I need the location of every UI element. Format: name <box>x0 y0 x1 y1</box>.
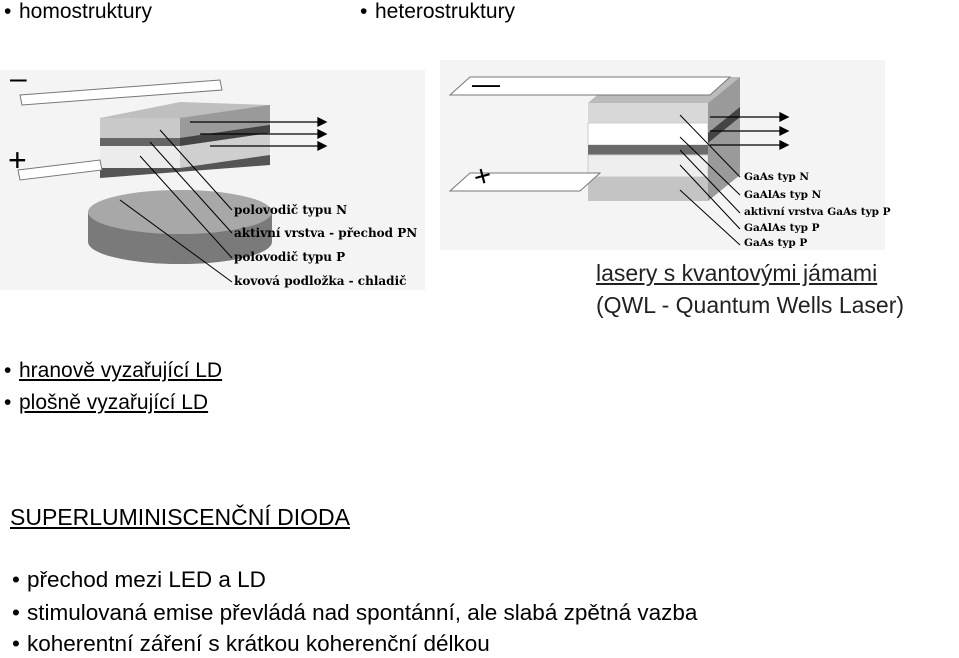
heterostruktury-label: heterostruktury <box>375 0 516 23</box>
hetero-minus-sign: — <box>472 68 500 99</box>
homo-label-active: aktivní vrstva - přechod PN <box>234 226 418 240</box>
hetero-label-active: aktivní vrstva GaAs typ P <box>744 206 891 218</box>
bullet-heterostruktury: • heterostruktury <box>360 0 515 24</box>
sld-title: SUPERLUMINISCENČNÍ DIODA <box>10 504 350 530</box>
homostruktury-label: homostruktury <box>19 0 153 23</box>
bullet-dot: • <box>4 0 12 23</box>
bullet-dot: • <box>360 0 368 23</box>
bullet-dot: • <box>12 631 20 656</box>
ld-type-surface-label: plošně vyzařující LD <box>19 391 209 414</box>
homo-label-p: polovodič typu P <box>234 250 346 264</box>
plus-sign: + <box>8 142 27 178</box>
sld-item-2: • stimulovaná emise převládá nad spontánn… <box>12 600 697 626</box>
minus-sign: – <box>10 62 27 95</box>
ld-type-edge: • hranově vyzařující LD <box>4 359 222 383</box>
heterostructure-diagram <box>440 60 885 250</box>
sld-item-1: • přechod mezi LED a LD <box>12 567 266 593</box>
homostructure-diagram <box>0 70 425 290</box>
bullet-dot: • <box>12 600 20 625</box>
ld-type-surface: • plošně vyzařující LD <box>4 391 208 415</box>
sld-item-2-text: stimulovaná emise převládá nad spontánní… <box>27 600 698 625</box>
homo-label-substrate: kovová podložka - chladič <box>234 274 407 288</box>
hetero-label-gaalas-p: GaAlAs typ P <box>744 222 820 234</box>
hetero-label-gaas-n: GaAs typ N <box>744 171 810 183</box>
bullet-homostruktury: • homostruktury <box>4 0 152 24</box>
hetero-label-gaas-p: GaAs typ P <box>744 237 808 249</box>
bullet-dot: • <box>12 567 20 592</box>
ld-type-edge-label: hranově vyzařující LD <box>19 359 223 382</box>
sld-item-3-text: koherentní záření s krátkou koherenční d… <box>27 631 490 656</box>
qwl-subtitle: (QWL - Quantum Wells Laser) <box>596 292 905 318</box>
hetero-label-gaalas-n: GaAlAs typ N <box>744 189 822 201</box>
bullet-dot: • <box>4 359 12 382</box>
homo-label-n: polovodič typu N <box>234 203 348 217</box>
sld-item-1-text: přechod mezi LED a LD <box>27 567 266 592</box>
qwl-title: lasery s kvantovými jámami <box>596 260 878 286</box>
bullet-dot: • <box>4 391 12 414</box>
sld-item-3: • koherentní záření s krátkou koherenční … <box>12 631 490 657</box>
